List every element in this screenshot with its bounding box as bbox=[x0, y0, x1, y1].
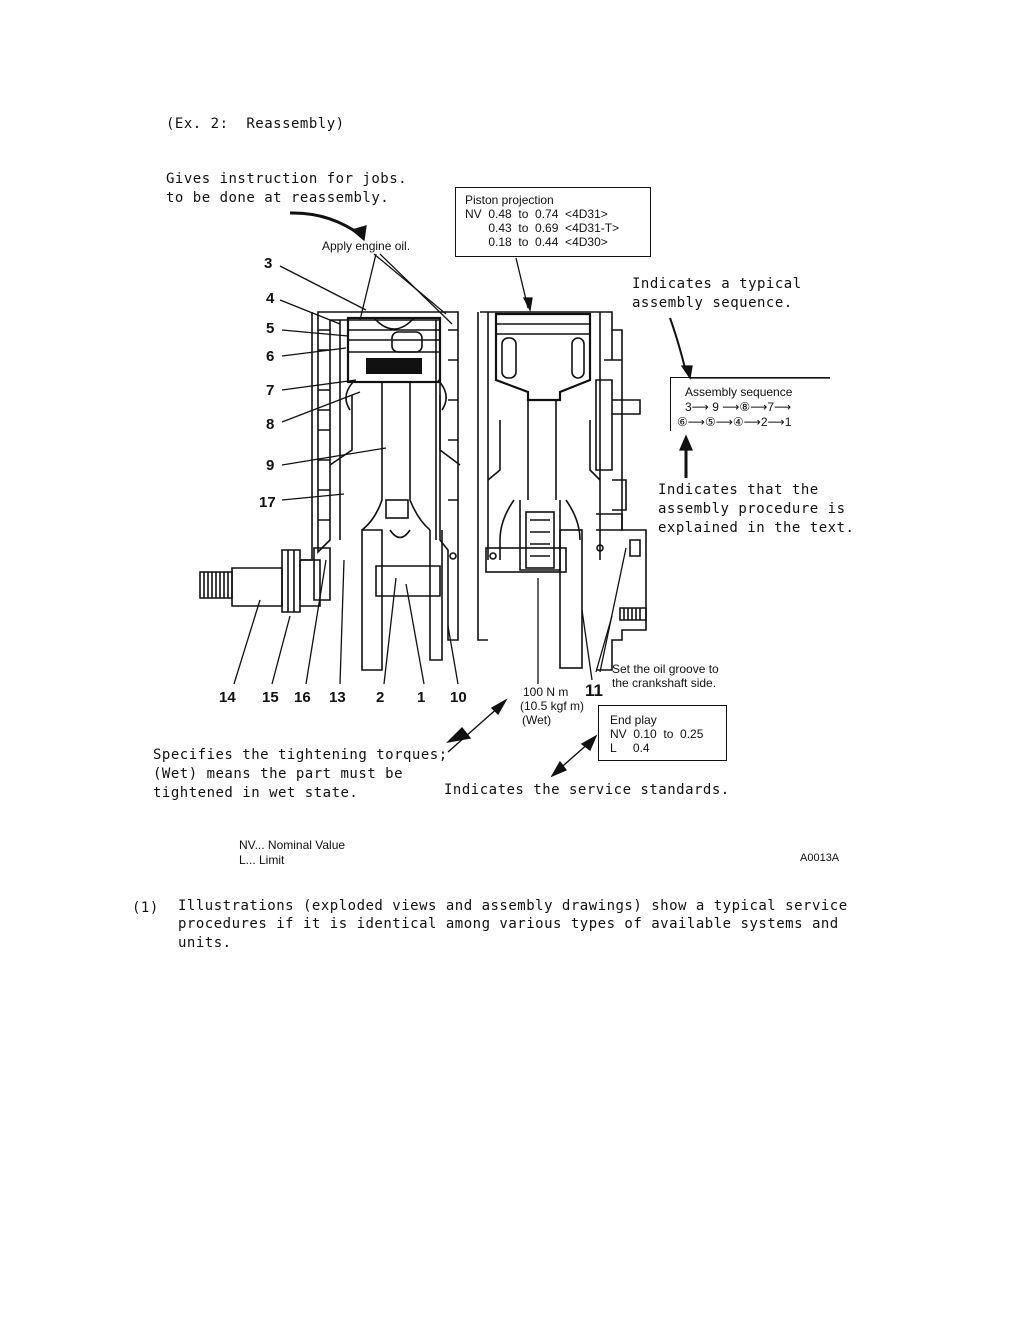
explained-note-line2: assembly procedure is bbox=[658, 501, 846, 517]
footnote-line3: units. bbox=[178, 935, 232, 951]
part-number-11: 11 bbox=[585, 681, 603, 700]
figure-code: A0013A bbox=[800, 852, 840, 864]
piston-projection-row: 0.18 to 0.44 <4D30> bbox=[465, 235, 608, 249]
part-number-9: 9 bbox=[266, 457, 275, 474]
part-leader-lines bbox=[233, 211, 830, 778]
part-number-15: 15 bbox=[262, 689, 279, 706]
typical-sequence-line1: Indicates a typical bbox=[632, 276, 802, 292]
explained-note-line3: explained in the text. bbox=[658, 520, 855, 536]
end-play-nv: NV 0.10 to 0.25 bbox=[610, 727, 704, 741]
instruction-note-line2: to be done at reassembly. bbox=[166, 190, 390, 206]
part-number-14: 14 bbox=[219, 689, 236, 706]
crankshaft-front bbox=[199, 549, 321, 613]
footnote-line1: Illustrations (exploded views and assemb… bbox=[178, 898, 848, 914]
part-number-1: 1 bbox=[417, 689, 426, 706]
piston-projection-box: Piston projection NV 0.48 to 0.74 <4D31>… bbox=[455, 187, 651, 257]
part-number-7: 7 bbox=[266, 382, 275, 399]
torque-note-line1: Specifies the tightening torques; bbox=[153, 747, 448, 763]
right-engine-section bbox=[477, 311, 647, 671]
piston-projection-row: 0.43 to 0.69 <4D31-T> bbox=[465, 221, 620, 235]
left-engine-section bbox=[299, 311, 461, 671]
torque-kgf: (10.5 kgf m) bbox=[520, 699, 585, 713]
part-number-10: 10 bbox=[450, 689, 467, 706]
part-number-5: 5 bbox=[266, 320, 275, 337]
oil-groove-note-line2: the crankshaft side. bbox=[612, 676, 717, 690]
apply-oil-label: Apply engine oil. bbox=[322, 239, 411, 253]
end-play-title: End play bbox=[610, 713, 657, 727]
legend-limit: L... Limit bbox=[239, 853, 285, 867]
torque-note-line3: tightened in wet state. bbox=[153, 785, 359, 801]
assembly-sequence-title: Assembly sequence bbox=[685, 385, 793, 399]
assembly-sequence-box: Assembly sequence 3⟶ 9 ⟶⑧⟶7⟶ ⑥⟶⑤⟶④⟶2⟶1 bbox=[670, 377, 830, 431]
part-number-4: 4 bbox=[266, 290, 275, 307]
part-number-17: 17 bbox=[259, 494, 276, 511]
torque-note-line2: (Wet) means the part must be bbox=[153, 766, 404, 782]
example-title: (Ex. 2: Reassembly) bbox=[166, 116, 345, 132]
part-number-16: 16 bbox=[294, 689, 311, 706]
torque-value: 100 N m bbox=[523, 685, 569, 699]
typical-sequence-line2: assembly sequence. bbox=[632, 295, 793, 311]
assembly-sequence-row: ⑥⟶⑤⟶④⟶2⟶1 bbox=[677, 415, 792, 429]
assembly-sequence-row: 3⟶ 9 ⟶⑧⟶7⟶ bbox=[685, 400, 792, 414]
part-number-3: 3 bbox=[264, 255, 273, 272]
end-play-limit: L 0.4 bbox=[610, 741, 650, 755]
part-number-6: 6 bbox=[266, 348, 275, 365]
oil-groove-note-line1: Set the oil groove to bbox=[612, 662, 719, 676]
part-number-8: 8 bbox=[266, 416, 275, 433]
service-standards-note: Indicates the service standards. bbox=[444, 782, 730, 798]
end-play-box: End play NV 0.10 to 0.25 L 0.4 bbox=[598, 705, 727, 761]
piston-projection-row: NV 0.48 to 0.74 <4D31> bbox=[465, 207, 608, 221]
instruction-note-line1: Gives instruction for jobs. bbox=[166, 171, 408, 187]
legend-nominal-value: NV... Nominal Value bbox=[239, 838, 346, 852]
piston-projection-title: Piston projection bbox=[465, 193, 554, 207]
part-number-13: 13 bbox=[329, 689, 346, 706]
footnote-line2: procedures if it is identical among vari… bbox=[178, 916, 839, 932]
explained-note-line1: Indicates that the bbox=[658, 482, 819, 498]
torque-wet: (Wet) bbox=[522, 713, 552, 727]
footnote-number: (1) bbox=[132, 900, 159, 916]
part-number-2: 2 bbox=[376, 689, 385, 706]
